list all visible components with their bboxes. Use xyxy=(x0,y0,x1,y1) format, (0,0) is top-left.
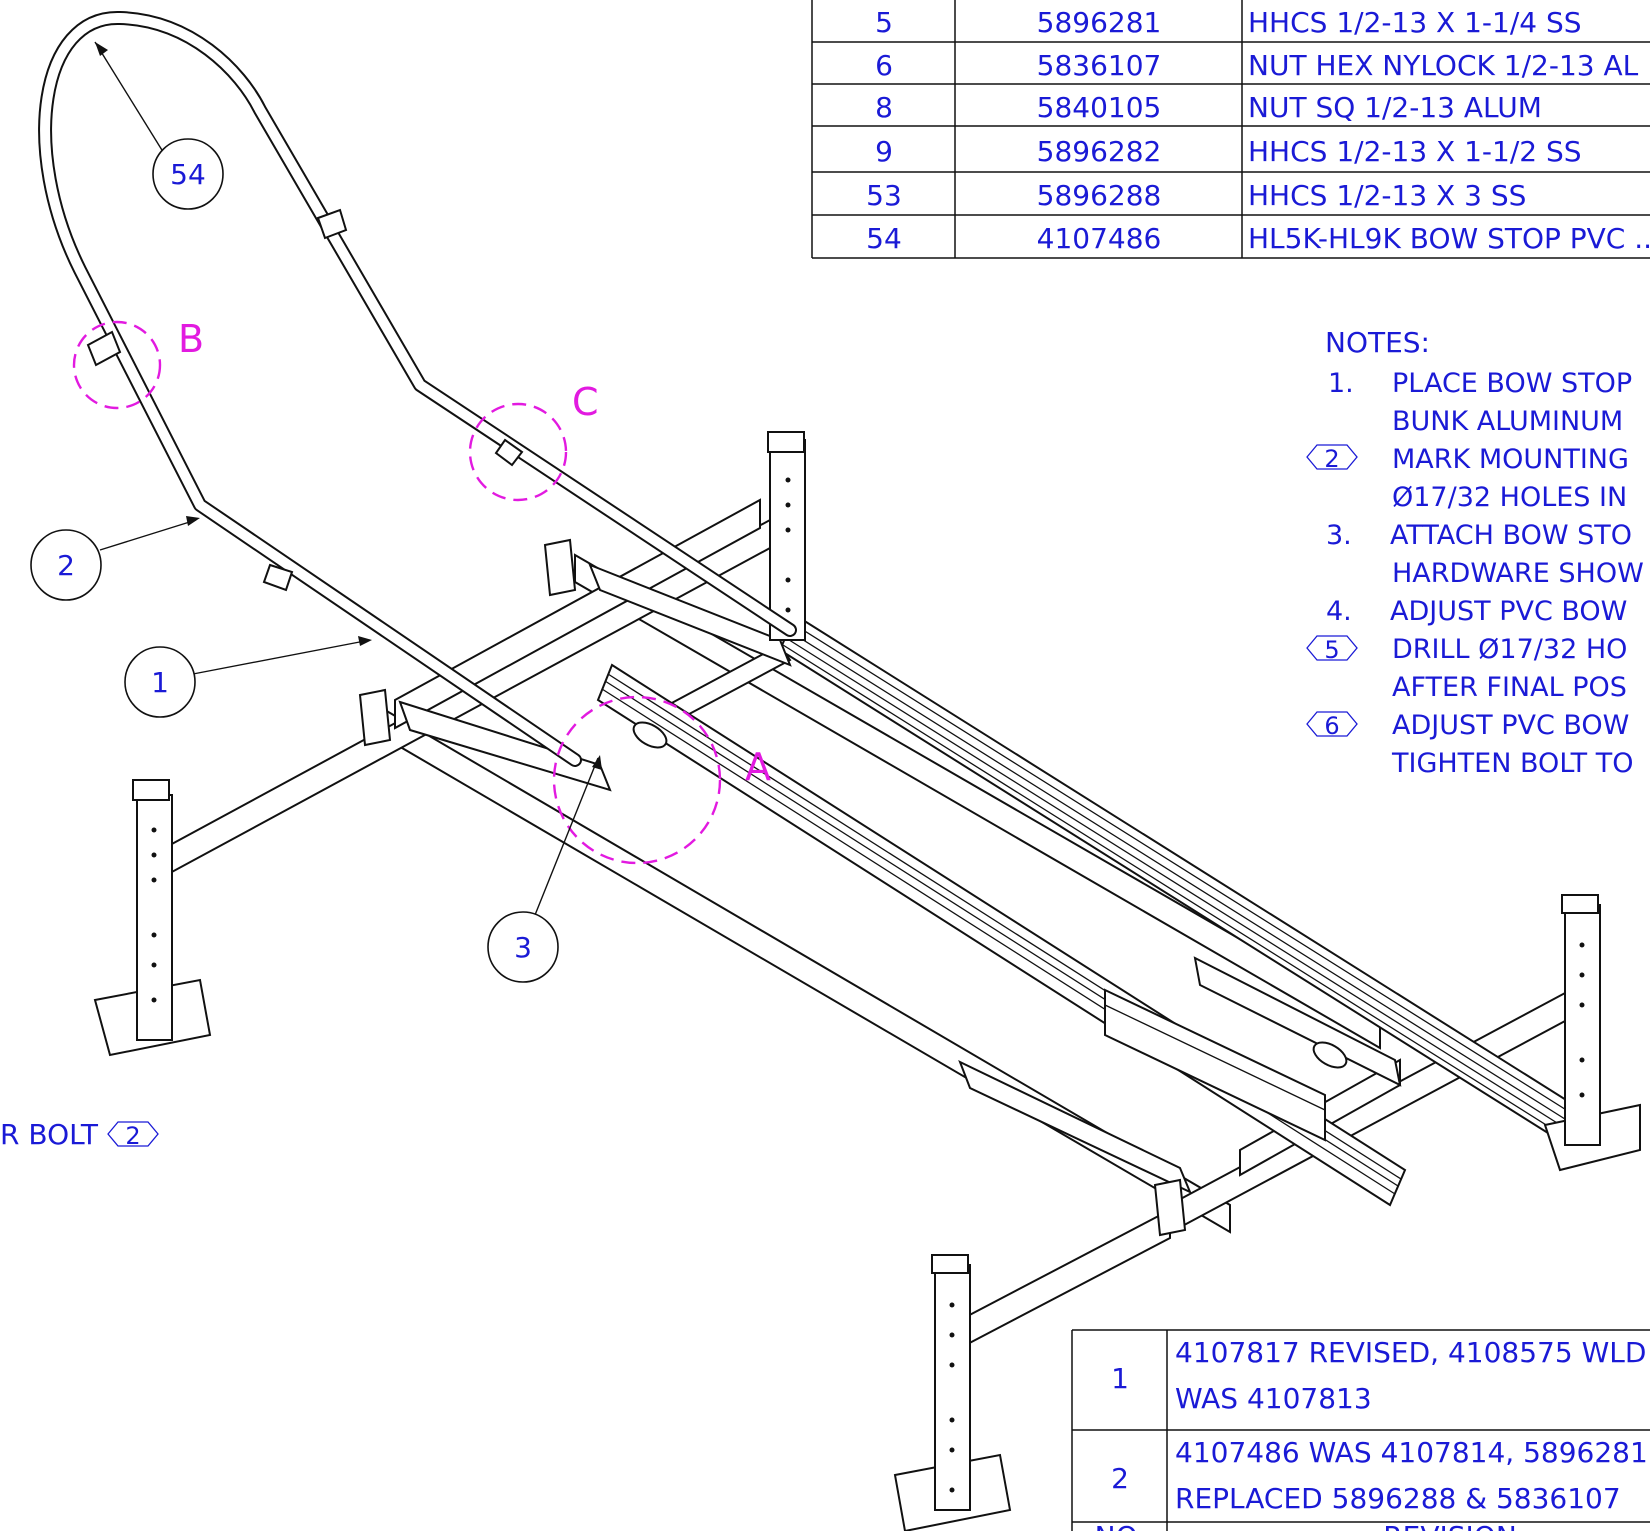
detail-label-c: C xyxy=(572,380,599,424)
bom-part-1: 5836107 xyxy=(1037,49,1162,82)
front-lower-beam xyxy=(959,1208,1171,1350)
sleeve-c xyxy=(494,438,524,467)
bom-item-2: 8 xyxy=(875,91,893,124)
post-front-right xyxy=(1543,894,1641,1172)
side-note: R BOLT 2 xyxy=(0,1118,159,1151)
rev-2-line-2: REPLACED 5896288 & 5836107 xyxy=(1175,1482,1621,1515)
note-5-line-1: DRILL Ø17/32 HO xyxy=(1392,634,1627,665)
revision-table: 1 4107817 REVISED, 4108575 WLD WAS 41078… xyxy=(1071,1329,1650,1531)
bom-part-0: 5896281 xyxy=(1037,6,1162,39)
sleeve-lower xyxy=(262,563,294,592)
note-4-line-1: ADJUST PVC BOW xyxy=(1390,596,1627,627)
balloon-3-label: 3 xyxy=(514,931,532,964)
front-roller xyxy=(1312,1041,1348,1069)
note-1-line-1: PLACE BOW STOP xyxy=(1392,368,1632,399)
post-rear-right xyxy=(767,431,806,641)
note-2-flag xyxy=(1306,444,1358,470)
detail-circle-a xyxy=(552,695,722,865)
rev-2-no: 2 xyxy=(1111,1462,1129,1495)
balloon-3 xyxy=(487,911,559,983)
balloon-54-label: 54 xyxy=(170,158,206,191)
sleeve-upper xyxy=(316,208,348,240)
note-4-marker: 4. xyxy=(1326,596,1352,627)
detail-circle-b xyxy=(72,320,162,410)
bom-item-4: 53 xyxy=(866,179,902,212)
note-2-line-1: MARK MOUNTING xyxy=(1392,444,1629,475)
note-5-flag xyxy=(1306,635,1358,661)
bom-item-5: 54 xyxy=(866,222,902,255)
side-note-text: R BOLT xyxy=(0,1118,99,1151)
front-bunk-arm-right xyxy=(1193,956,1402,1087)
bom-desc-3: HHCS 1/2-13 X 1-1/2 SS xyxy=(1248,135,1582,168)
bom-table: 5 5896281 HHCS 1/2-13 X 1-1/4 SS 6 58361… xyxy=(811,0,1650,259)
bracket-front xyxy=(1153,1178,1187,1237)
detail-label-b: B xyxy=(178,317,204,361)
bom-item-0: 5 xyxy=(875,6,893,39)
bom-part-3: 5896282 xyxy=(1037,135,1162,168)
balloon-2-label: 2 xyxy=(57,549,75,582)
note-6-line-1: ADJUST PVC BOW xyxy=(1392,710,1629,741)
note-2-line-2: Ø17/32 HOLES IN xyxy=(1392,482,1627,513)
bom-desc-4: HHCS 1/2-13 X 3 SS xyxy=(1248,179,1526,212)
left-bunk-arm xyxy=(398,700,612,792)
bom-desc-0: HHCS 1/2-13 X 1-1/4 SS xyxy=(1248,6,1582,39)
post-rear-left xyxy=(93,779,212,1057)
note-1-line-2: BUNK ALUMINUM xyxy=(1392,406,1623,437)
side-note-flag: 2 xyxy=(125,1122,140,1150)
notes-block: NOTES: 1. PLACE BOW STOP BUNK ALUMINUM 2… xyxy=(1306,326,1644,779)
note-2-marker: 2 xyxy=(1324,445,1339,473)
front-bunk-arm-left xyxy=(958,1060,1192,1195)
bom-part-5: 4107486 xyxy=(1037,222,1162,255)
bom-desc-5: HL5K-HL9K BOW STOP PVC ... xyxy=(1248,222,1650,255)
note-6-marker: 6 xyxy=(1324,712,1339,740)
note-6-flag xyxy=(1306,711,1358,737)
rev-1-line-1: 4107817 REVISED, 4108575 WLD xyxy=(1175,1336,1646,1369)
rev-header-revision: REVISION xyxy=(1383,1520,1517,1531)
bracket-right xyxy=(543,538,577,597)
rear-roller xyxy=(632,721,668,749)
right-long-beam xyxy=(574,553,1381,1050)
note-6-line-2: TIGHTEN BOLT TO xyxy=(1391,748,1633,779)
balloon-1-label: 1 xyxy=(151,666,169,699)
detail-label-a: A xyxy=(745,745,771,789)
note-5-marker: 5 xyxy=(1324,636,1339,664)
right-bunk-arm xyxy=(588,563,792,667)
bracket-left xyxy=(358,688,392,747)
rev-header-no: NO. xyxy=(1095,1520,1146,1531)
note-5-line-2: AFTER FINAL POS xyxy=(1392,672,1627,703)
detail-circles: B C A xyxy=(72,317,771,865)
note-3-line-1: ATTACH BOW STO xyxy=(1390,520,1632,551)
bom-part-4: 5896288 xyxy=(1037,179,1162,212)
balloon-54 xyxy=(152,138,224,210)
post-front-left xyxy=(893,1254,1012,1531)
notes-heading: NOTES: xyxy=(1325,326,1430,359)
note-1-marker: 1. xyxy=(1328,368,1354,399)
sleeve-b xyxy=(86,330,122,367)
rev-1-line-2: WAS 4107813 xyxy=(1175,1382,1372,1415)
balloon-2 xyxy=(30,529,102,601)
detail-circle-c xyxy=(468,402,568,502)
rev-1-no: 1 xyxy=(1111,1362,1129,1395)
front-carriage xyxy=(1104,988,1326,1142)
bom-part-2: 5840105 xyxy=(1037,91,1162,124)
note-3-line-2: HARDWARE SHOW xyxy=(1392,558,1644,589)
bom-item-1: 6 xyxy=(875,49,893,82)
item-balloons: 54 2 1 3 xyxy=(30,41,602,983)
note-3-marker: 3. xyxy=(1326,520,1352,551)
bom-desc-1: NUT HEX NYLOCK 1/2-13 AL xyxy=(1248,49,1639,82)
bom-item-3: 9 xyxy=(875,135,893,168)
bom-desc-2: NUT SQ 1/2-13 ALUM xyxy=(1248,91,1542,124)
balloon-1 xyxy=(124,646,196,718)
rev-2-line-1: 4107486 WAS 4107814, 5896281 xyxy=(1175,1436,1648,1469)
lift-frame xyxy=(38,10,1641,1531)
